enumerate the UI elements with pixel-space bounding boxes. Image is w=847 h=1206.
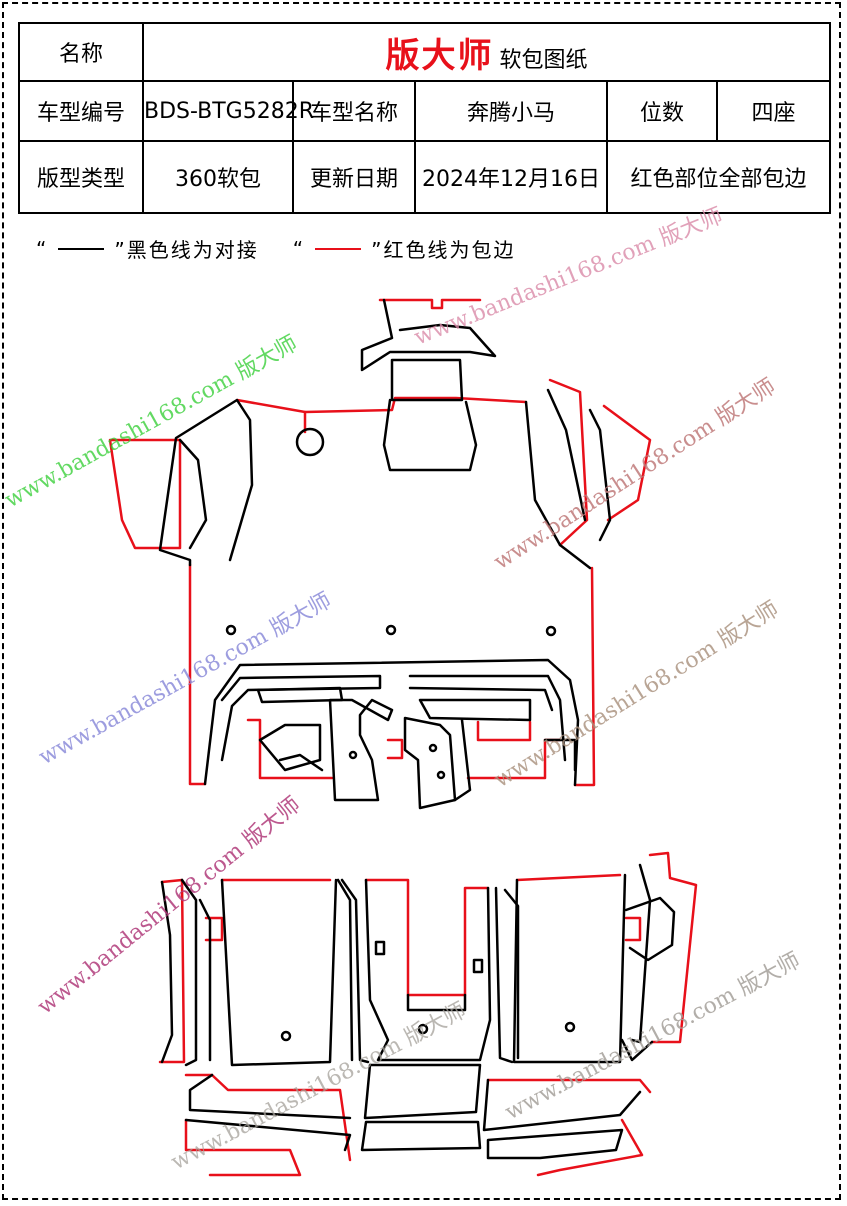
rear-floor-binding-edges: [158, 851, 698, 1177]
update-date: 2024年12月16日: [414, 140, 608, 214]
watermark-6: www.bandashi168.com 版大师: [33, 792, 305, 1019]
brand-title: 版大师: [385, 35, 494, 76]
legend-red-line: [315, 247, 362, 250]
watermark-1: www.bandashi168.com 版大师: [1, 331, 302, 513]
name-label: 名称: [18, 22, 144, 82]
front-floor-seam-lines: [158, 298, 612, 810]
legend-black-open: “: [36, 236, 49, 261]
seats-value: 四座: [715, 80, 832, 142]
rear-floor-seam-lines: [160, 863, 676, 1160]
line-legend: “ ”黑色线为对接 “ ”红色线为包边: [36, 234, 516, 263]
update-label: 更新日期: [292, 140, 416, 214]
watermark-4: www.bandashi168.com 版大师: [35, 588, 336, 770]
title-cell: 版大师软包图纸: [141, 22, 832, 82]
legend-black-line: [58, 247, 105, 250]
type-label: 版型类型: [18, 140, 144, 214]
seats-label: 位数: [606, 80, 718, 142]
model-name-label: 车型名称: [292, 80, 416, 142]
watermarks: www.bandashi168.com 版大师 www.bandashi168.…: [1, 204, 805, 1176]
edge-note: 红色部位全部包边: [605, 140, 832, 214]
legend-red-text: ”红色线为包边: [371, 238, 516, 262]
watermark-5: www.bandashi168.com 版大师: [490, 597, 783, 793]
watermark-2: www.bandashi168.com 版大师: [411, 204, 727, 351]
front-floor-binding-edges: [108, 298, 652, 787]
doc-type: 软包图纸: [499, 47, 588, 73]
model-name: 奔腾小马: [414, 80, 608, 142]
legend-black-text: ”黑色线为对接: [114, 238, 259, 262]
legend-red-open: “: [292, 236, 306, 261]
type-value: 360软包: [142, 140, 294, 214]
model-code-label: 车型编号: [18, 80, 144, 142]
model-code: BDS-BTG5282R: [142, 80, 314, 142]
watermark-7: www.bandashi168.com 版大师: [501, 948, 804, 1125]
spec-table: 名称 版大师软包图纸 车型编号 BDS-BTG5282R 车型名称 奔腾小马 位…: [18, 22, 832, 214]
